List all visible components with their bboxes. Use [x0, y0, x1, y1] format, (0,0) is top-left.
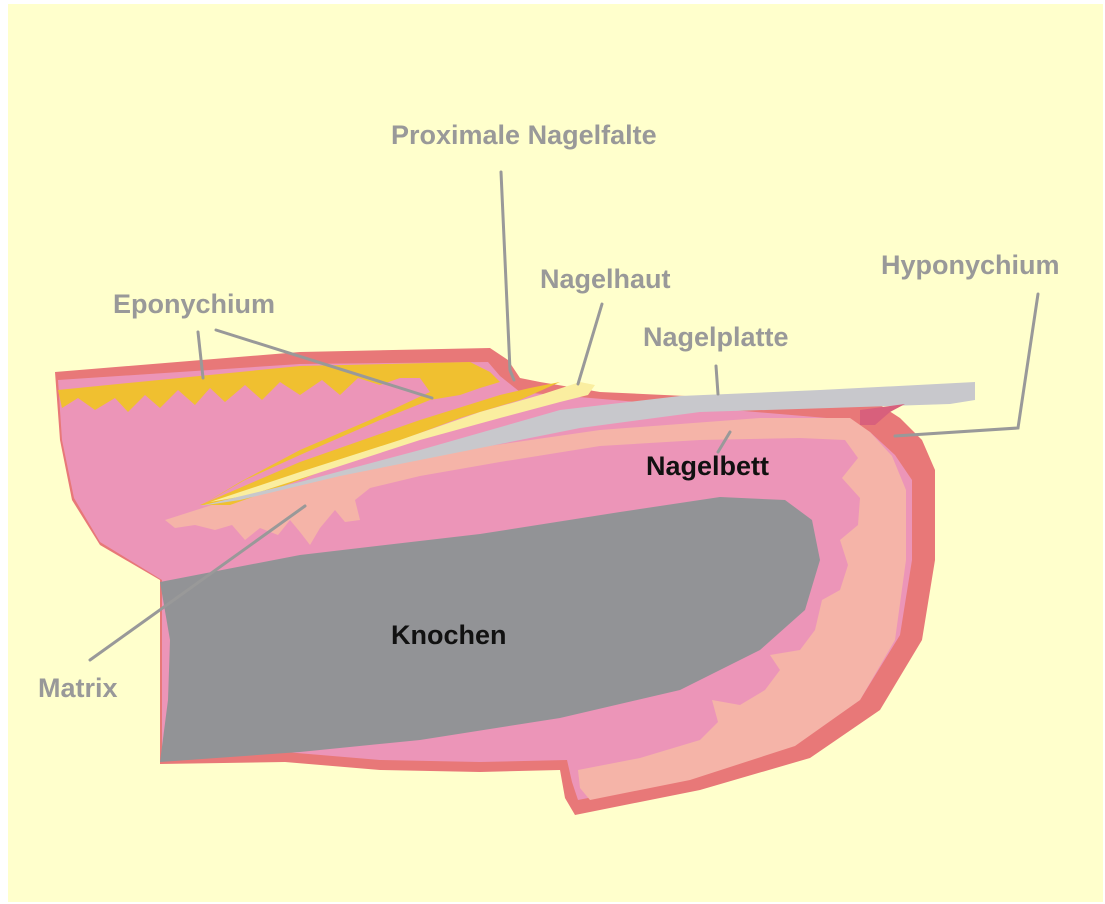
label-proximale-nagelfalte: Proximale Nagelfalte: [391, 122, 657, 149]
leader-line-nagelplatte: [716, 366, 718, 394]
label-matrix: Matrix: [38, 675, 118, 702]
label-nagelplatte: Nagelplatte: [643, 324, 789, 351]
label-nagelbett: Nagelbett: [646, 453, 769, 480]
label-nagelhaut: Nagelhaut: [540, 266, 671, 293]
label-knochen: Knochen: [391, 622, 507, 649]
label-hyponychium: Hyponychium: [881, 252, 1060, 279]
label-eponychium: Eponychium: [113, 291, 275, 318]
